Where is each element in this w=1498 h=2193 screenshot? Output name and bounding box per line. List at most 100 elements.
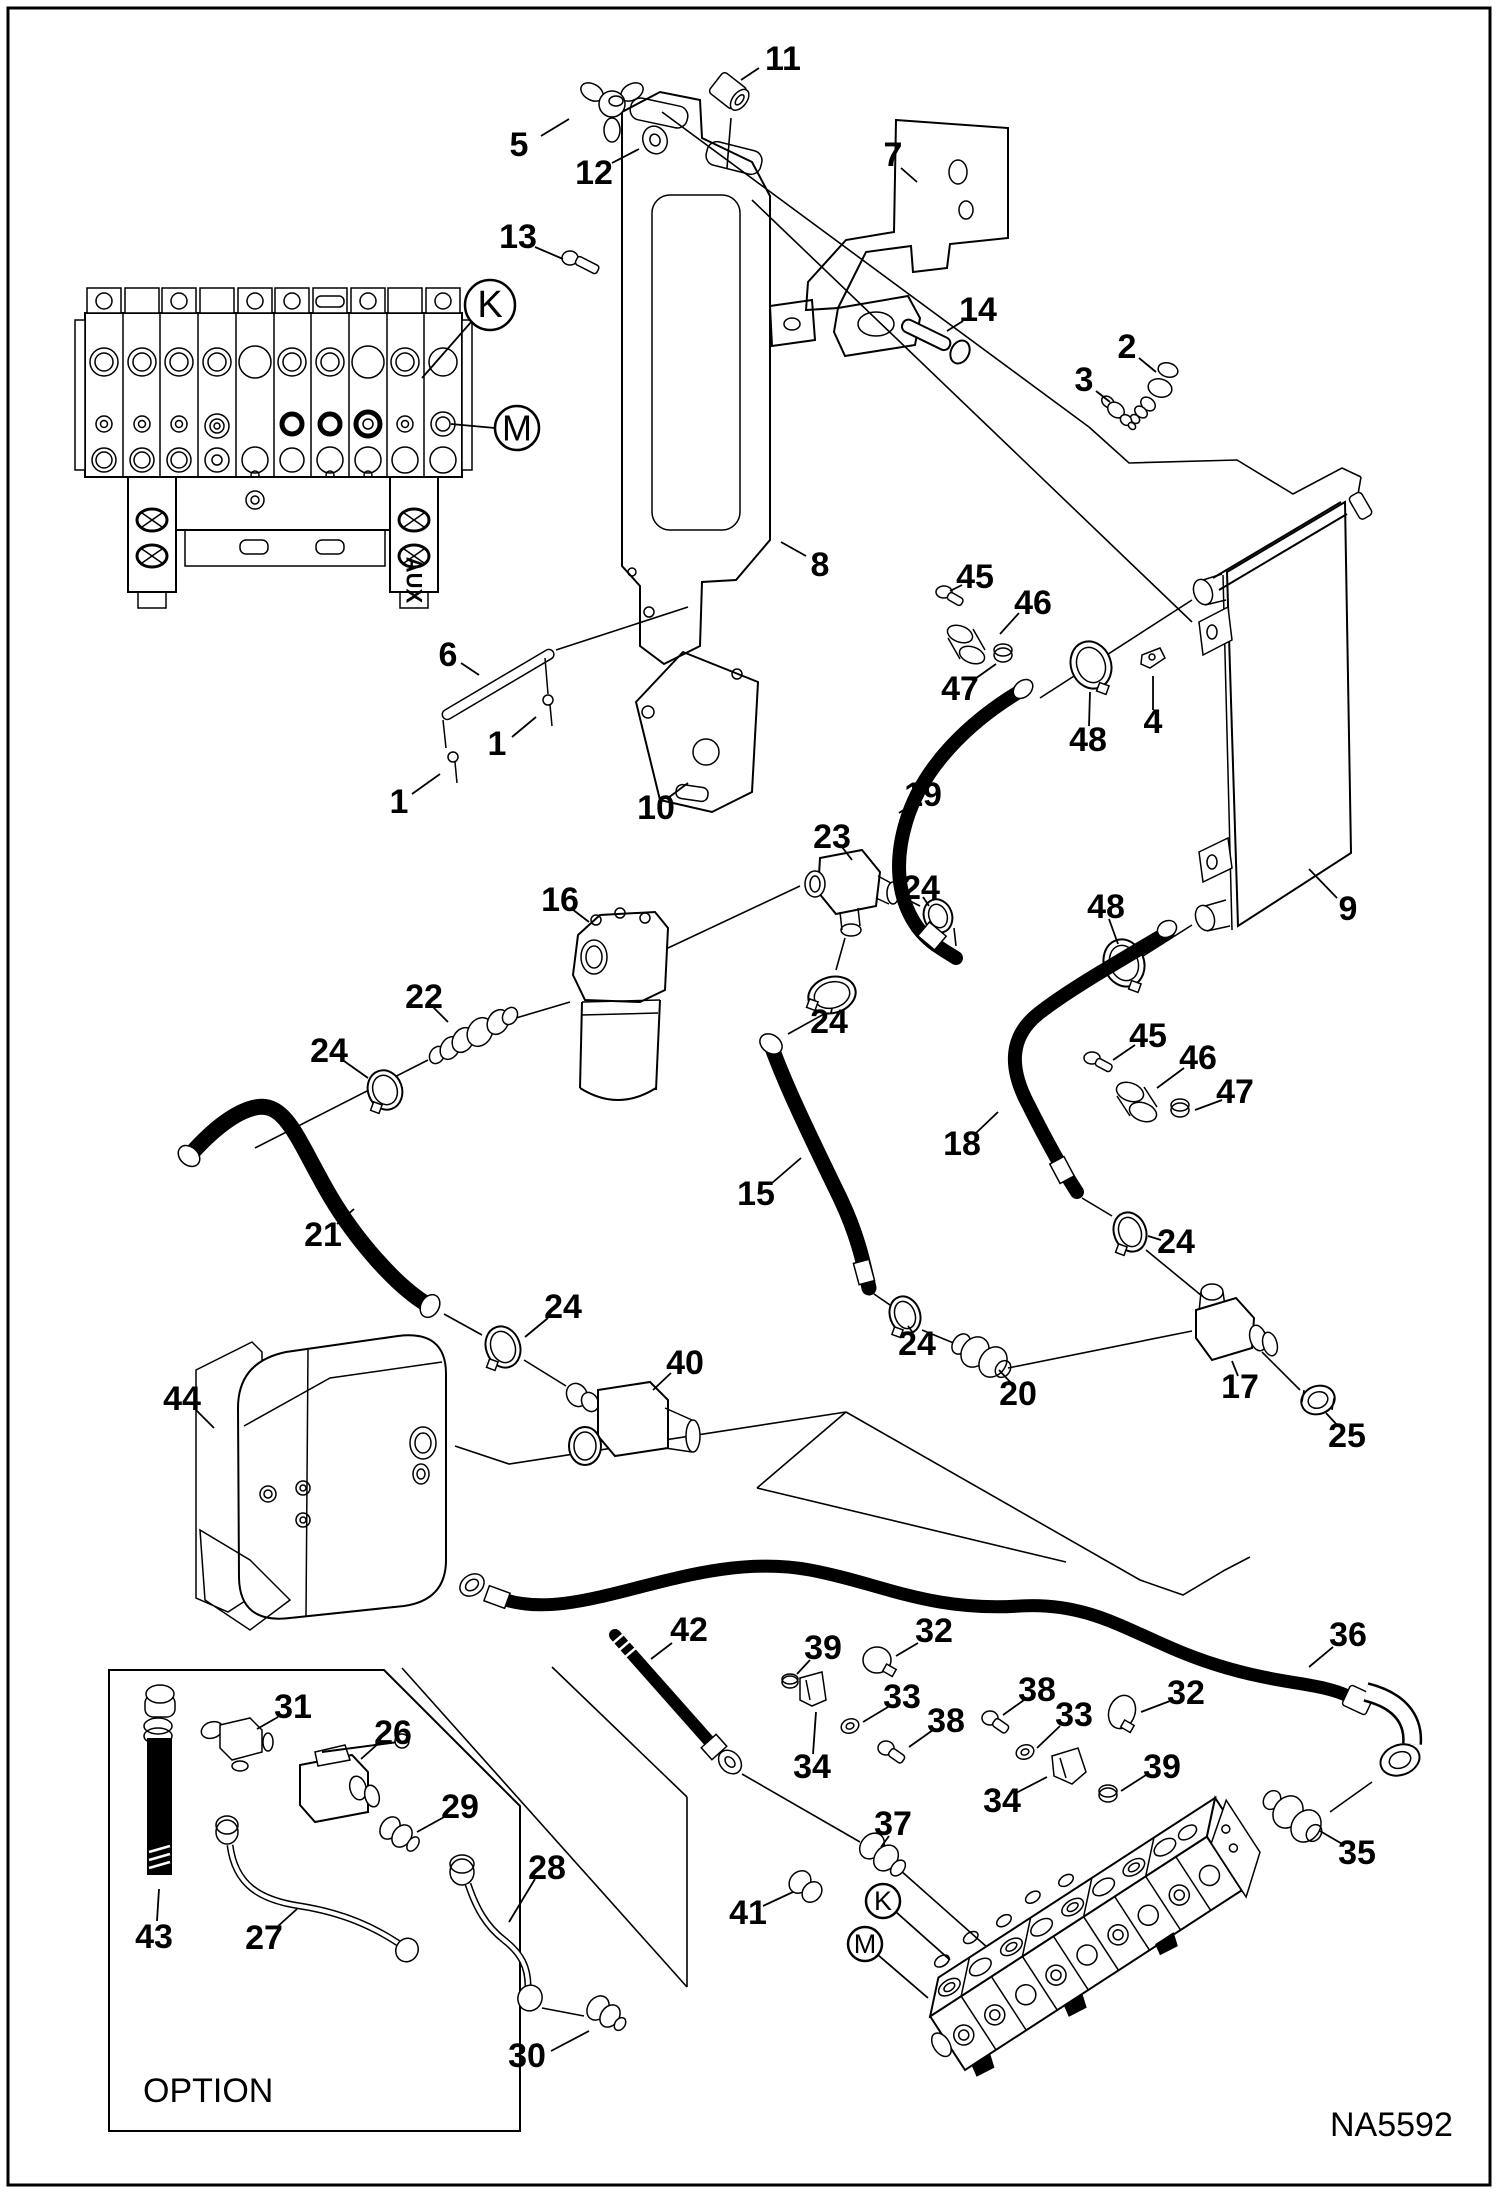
callout-31: 31 [274, 1688, 312, 1726]
cooler-tab-upper [1198, 605, 1233, 657]
leader-line [571, 908, 590, 923]
callout-47: 47 [941, 670, 979, 708]
leader-line [877, 1954, 929, 1999]
leader-line [650, 1642, 673, 1660]
callout-28: 28 [528, 1849, 566, 1887]
leader-line [841, 846, 853, 861]
pin-14 [900, 318, 971, 365]
leader-line [1088, 691, 1091, 727]
leader-line [812, 1711, 817, 1755]
tee-40 [565, 1380, 701, 1466]
callout-34: 34 [983, 1782, 1021, 1820]
callout-37: 37 [874, 1805, 912, 1843]
callout-24: 24 [544, 1288, 582, 1326]
hose-clamp-24f [1112, 1211, 1148, 1257]
leader-line [1156, 1067, 1185, 1089]
leader-line [156, 1888, 160, 1922]
construction-lines [254, 111, 1362, 2017]
leader-line [771, 1157, 802, 1184]
leader-line [1002, 1699, 1025, 1716]
filter-16 [571, 907, 670, 1101]
bracket-frame-8 [621, 90, 771, 666]
leader-line [740, 67, 760, 81]
callout-34: 34 [793, 1748, 831, 1786]
marker-label-K: K [874, 1886, 892, 1916]
callout-44: 44 [163, 1380, 201, 1418]
hose-clamp-24d [484, 1325, 522, 1372]
leader-line [1319, 1830, 1345, 1846]
tube-27 [215, 1815, 420, 1963]
leader-line [895, 1642, 919, 1657]
fitting-20 [951, 1333, 1012, 1379]
callout-26: 26 [374, 1714, 412, 1752]
leader-line [1095, 390, 1111, 403]
leader-line [1308, 868, 1338, 899]
leader-line [431, 1005, 449, 1023]
callout-32: 32 [1167, 1674, 1205, 1712]
leader-line [999, 612, 1020, 635]
leader-line [900, 167, 918, 183]
callout-45: 45 [1129, 1017, 1167, 1055]
leader-line [908, 1729, 934, 1748]
callout-14: 14 [959, 291, 997, 329]
callout-33: 33 [883, 1678, 921, 1716]
leader-line [1325, 1412, 1339, 1427]
clip-1b [447, 751, 459, 784]
leader-line [343, 1060, 369, 1079]
callout-1: 1 [390, 783, 409, 821]
leader-line [862, 1706, 889, 1723]
clip-cluster-right [981, 1694, 1137, 1803]
hose-15 [764, 1040, 877, 1296]
screw-13 [561, 250, 600, 275]
callout-20: 20 [999, 1375, 1037, 1413]
elbow-hose-43 [143, 1684, 176, 1875]
leader-line [946, 320, 964, 332]
clip-4 [1140, 647, 1166, 669]
hose-21 [182, 1098, 436, 1313]
callout-6: 6 [439, 636, 458, 674]
option-box: OPTION [108, 1669, 627, 2132]
marker-circle-M [846, 1925, 884, 1963]
callout-39: 39 [1143, 1748, 1181, 1786]
leader-line [1112, 1044, 1136, 1061]
leader-line [1120, 1774, 1147, 1792]
leader-line [652, 1372, 672, 1391]
tee-31 [200, 1717, 274, 1772]
callout-2: 2 [1118, 328, 1137, 366]
leader-line [1036, 1725, 1061, 1749]
leader-line [907, 1325, 914, 1334]
bracket-7 [768, 118, 1009, 358]
callout-36: 36 [1329, 1616, 1367, 1654]
callout-25: 25 [1328, 1417, 1366, 1455]
callout-38: 38 [1018, 1671, 1056, 1709]
hose-36 [493, 1559, 1355, 1703]
leader-line [276, 1908, 298, 1928]
callout-27: 27 [245, 1919, 283, 1957]
callout-39: 39 [804, 1629, 842, 1667]
callout-33: 33 [1055, 1696, 1093, 1734]
leader-line [1147, 1235, 1162, 1241]
callout-5: 5 [510, 126, 529, 164]
callout-8: 8 [811, 546, 830, 584]
oil-cooler-9 [1192, 491, 1373, 932]
figure-code: NA5592 [1330, 2106, 1453, 2144]
leader-line [1138, 357, 1157, 373]
callout-15: 15 [737, 1175, 775, 1213]
callout-18: 18 [943, 1125, 981, 1163]
callout-17: 17 [1221, 1368, 1259, 1406]
fitting-3 [1100, 395, 1137, 431]
callout-43: 43 [135, 1918, 173, 1956]
leader-line [611, 148, 640, 164]
marker-label-M: M [854, 1929, 877, 1959]
clamp-holder-46b [1115, 1081, 1158, 1123]
leader-line [975, 1111, 999, 1134]
callout-21: 21 [304, 1216, 342, 1254]
bushing-11 [708, 71, 750, 111]
leader-line [550, 2030, 590, 2052]
hose-clamp-24c [805, 975, 857, 1015]
callout-40: 40 [666, 1344, 704, 1382]
tube-28 [449, 1854, 543, 2012]
rod-6 [441, 648, 555, 749]
